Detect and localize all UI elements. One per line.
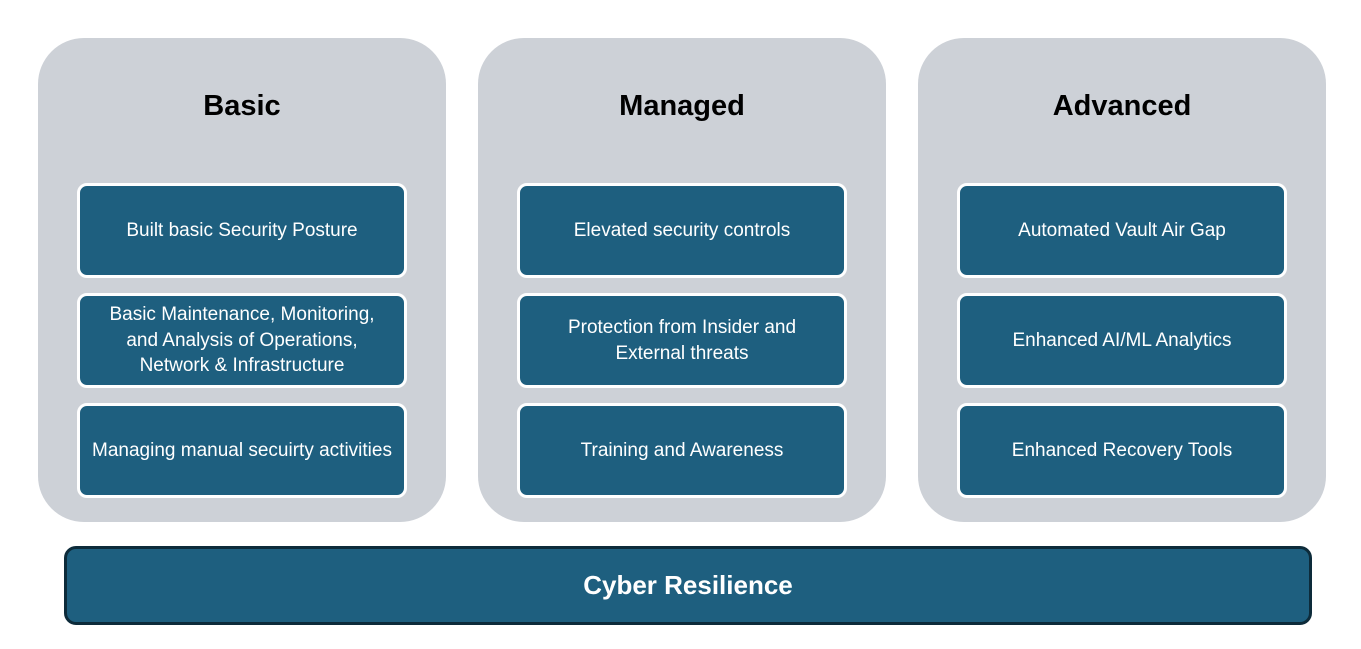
advanced-item-ai-ml-analytics-label: Enhanced AI/ML Analytics <box>1012 329 1232 351</box>
panel-advanced: Advanced Automated Vault Air Gap Enhance… <box>918 38 1326 522</box>
maturity-columns: Basic Built basic Security Posture Basic… <box>38 38 1326 522</box>
advanced-item-automated-vault-air-gap: Automated Vault Air Gap <box>957 183 1287 278</box>
basic-item-manual-security-activities-label: Managing manual secuirty activities <box>92 439 392 461</box>
panel-advanced-title: Advanced <box>1052 90 1192 122</box>
advanced-item-ai-ml-analytics: Enhanced AI/ML Analytics <box>957 293 1287 388</box>
basic-item-maintenance-monitoring-label: Basic Maintenance, Monitoring, and Analy… <box>109 304 375 377</box>
basic-item-manual-security-activities: Managing manual secuirty activities <box>77 403 407 498</box>
panel-basic-items: Built basic Security Posture Basic Maint… <box>77 183 407 498</box>
managed-item-training-awareness-label: Training and Awareness <box>580 439 784 461</box>
managed-item-elevated-controls-label: Elevated security controls <box>573 219 791 241</box>
advanced-item-recovery-tools-label: Enhanced Recovery Tools <box>1011 439 1233 461</box>
managed-item-insider-external-threats: Protection from Insider and External thr… <box>517 293 847 388</box>
basic-item-built-security-posture: Built basic Security Posture <box>77 183 407 278</box>
panel-managed-items: Elevated security controls Protection fr… <box>517 183 847 498</box>
managed-item-insider-external-threats-label: Protection from Insider and External thr… <box>567 316 797 364</box>
managed-item-training-awareness: Training and Awareness <box>517 403 847 498</box>
basic-item-maintenance-monitoring: Basic Maintenance, Monitoring, and Analy… <box>77 293 407 388</box>
panel-advanced-items: Automated Vault Air Gap Enhanced AI/ML A… <box>957 183 1287 498</box>
panel-managed-title: Managed <box>619 90 745 122</box>
advanced-item-automated-vault-air-gap-label: Automated Vault Air Gap <box>1018 219 1226 241</box>
basic-item-built-security-posture-label: Built basic Security Posture <box>126 219 358 241</box>
managed-item-elevated-controls: Elevated security controls <box>517 183 847 278</box>
advanced-item-recovery-tools: Enhanced Recovery Tools <box>957 403 1287 498</box>
panel-basic: Basic Built basic Security Posture Basic… <box>38 38 446 522</box>
cyber-resilience-bar: Cyber Resilience <box>64 546 1312 625</box>
panel-basic-title: Basic <box>203 90 281 122</box>
cyber-resilience-label: Cyber Resilience <box>583 570 793 600</box>
panel-managed: Managed Elevated security controls Prote… <box>478 38 886 522</box>
